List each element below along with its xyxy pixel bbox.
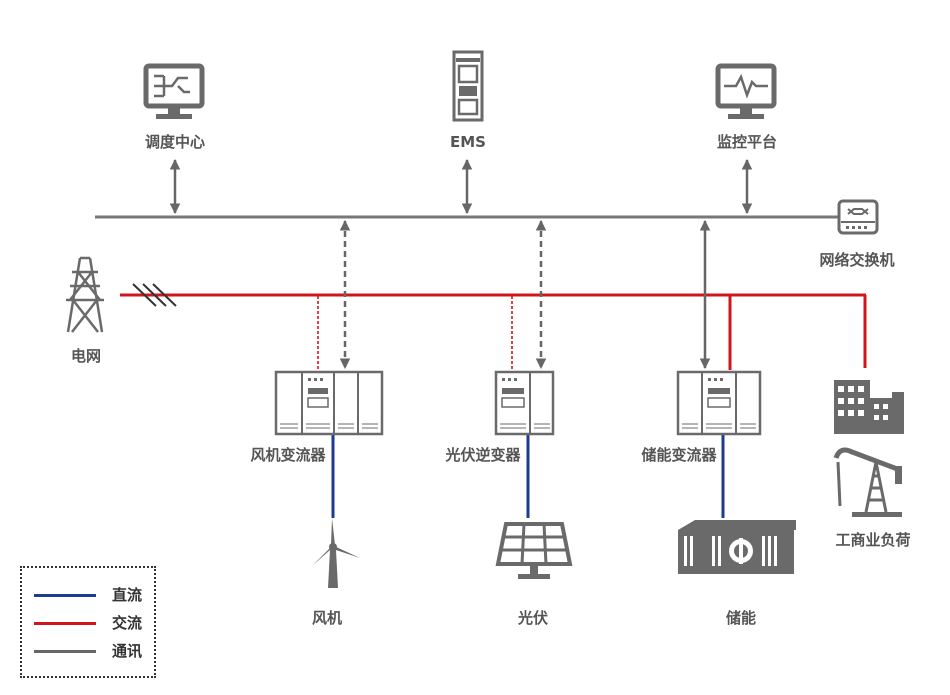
legend-label-comm: 通讯	[112, 642, 143, 660]
dispatch-center-label: 调度中心	[144, 133, 206, 151]
network-switch-icon	[837, 199, 879, 235]
legend: 直流 交流 通讯	[20, 566, 156, 678]
storage-label: 储能	[725, 609, 757, 627]
three-phase-symbol	[132, 283, 177, 307]
storage-converter-label: 储能变流器	[641, 446, 717, 464]
grid-label: 电网	[70, 347, 102, 365]
legend-item-dc: 直流	[34, 586, 154, 604]
pv-inverter-label: 光伏逆变器	[445, 446, 521, 464]
network-switch-label: 网络交换机	[819, 251, 895, 269]
legend-swatch-ac	[34, 622, 96, 625]
ems-label: EMS	[450, 133, 486, 151]
wind-turbine-icon	[312, 518, 360, 588]
wind-converter-label: 风机变流器	[250, 446, 326, 464]
industrial-load-label: 工商业负荷	[835, 531, 911, 549]
monitor-waveform-icon	[715, 63, 777, 119]
transmission-tower-icon	[66, 256, 104, 333]
power-converter-cabinet-icon	[274, 370, 762, 436]
pv-label: 光伏	[517, 609, 549, 627]
solar-panel-icon	[495, 522, 573, 579]
wind-turbine-label: 风机	[311, 609, 343, 627]
legend-item-comm: 通讯	[34, 642, 154, 660]
monitoring-platform-label: 监控平台	[716, 133, 778, 151]
cabinet-icon	[452, 50, 484, 122]
factory-oil-pump-icon	[833, 380, 904, 517]
legend-label-ac: 交流	[112, 614, 143, 632]
legend-label-dc: 直流	[112, 586, 143, 604]
monitor-network-icon	[143, 63, 205, 119]
legend-swatch-dc	[34, 594, 96, 597]
battery-container-icon	[678, 520, 796, 574]
legend-swatch-comm	[34, 650, 96, 653]
legend-item-ac: 交流	[34, 614, 154, 632]
